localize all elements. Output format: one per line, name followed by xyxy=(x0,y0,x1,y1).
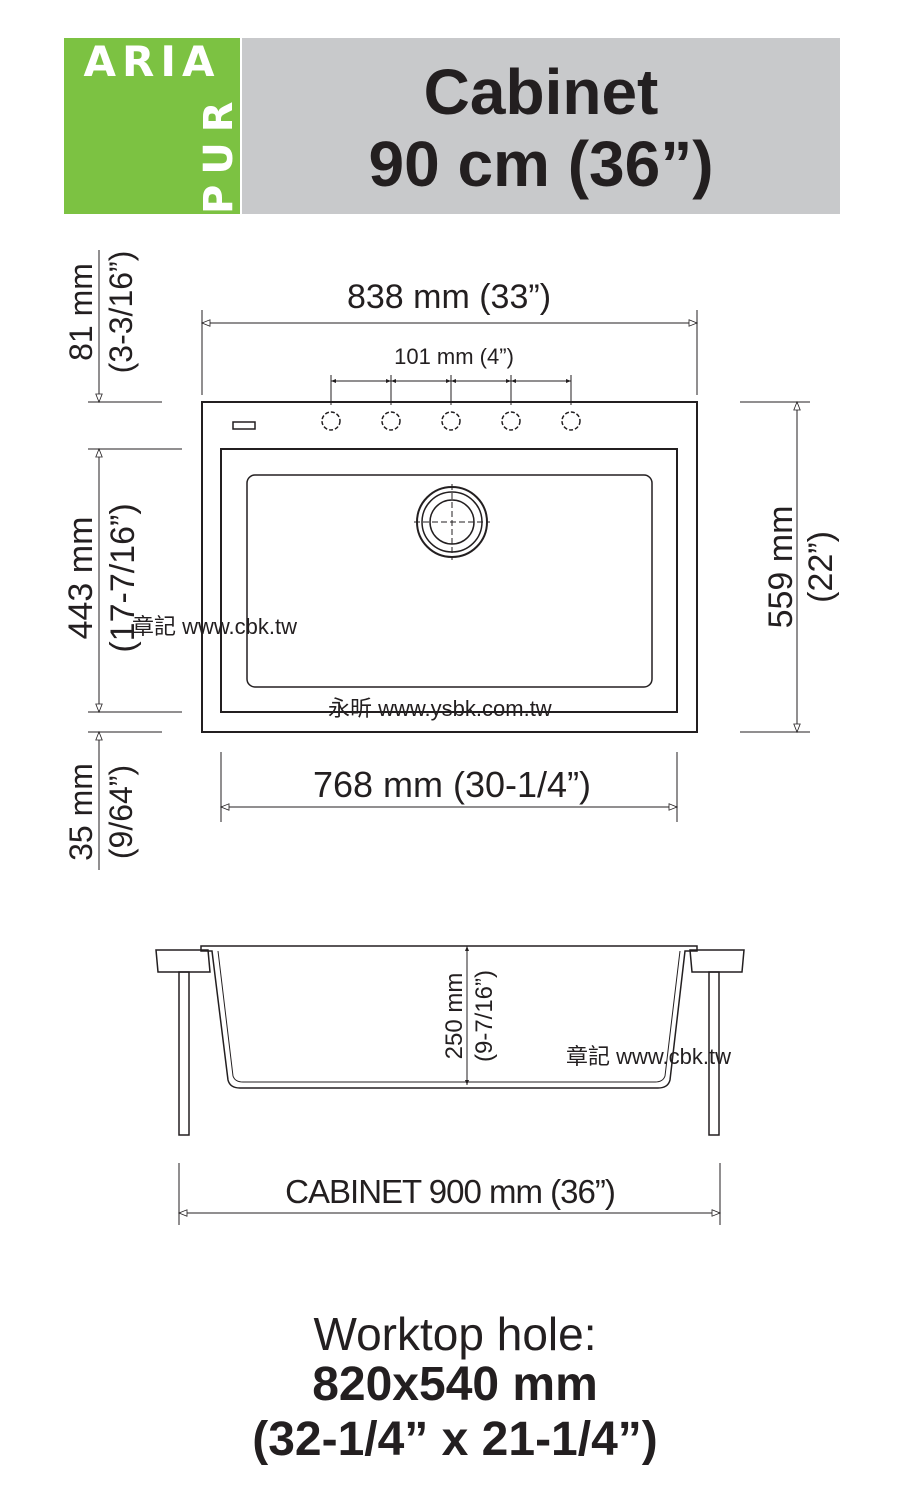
top-view xyxy=(88,250,810,870)
label-cabinet-width: CABINET 900 mm (36”) xyxy=(285,1173,615,1210)
sink-section-inner xyxy=(217,950,681,1083)
label-back-ledge-in: (3-3/16”) xyxy=(103,251,139,374)
worktop-hole-size-mm: 820x540 mm xyxy=(312,1358,598,1411)
overflow-slot xyxy=(232,421,256,430)
sink-outline xyxy=(201,401,698,733)
label-bowl-width: 768 mm (30-1/4”) xyxy=(313,764,591,805)
dim-overall-depth xyxy=(740,400,810,734)
label-bowl-height-in: (9-7/16”) xyxy=(471,970,498,1062)
watermark-text: 章記 www.cbk.tw xyxy=(566,1044,731,1069)
tap-hole xyxy=(441,411,461,431)
label-back-ledge-mm: 81 mm xyxy=(63,263,99,361)
dim-tap-spacing xyxy=(330,375,572,405)
dim-bowl-width xyxy=(219,752,679,822)
side-view xyxy=(155,945,745,1225)
label-tap-spacing: 101 mm (4”) xyxy=(394,344,514,369)
cabinet-panel-left xyxy=(178,971,190,1136)
sink-rim xyxy=(220,448,678,713)
brand-logo: ARIA PUR xyxy=(64,38,240,214)
title-box: Cabinet 90 cm (36”) xyxy=(242,38,840,214)
dim-overall-width xyxy=(200,310,699,395)
label-bowl-height-mm: 250 mm xyxy=(441,973,468,1060)
tap-hole xyxy=(321,411,341,431)
dim-cabinet-width xyxy=(177,1163,722,1225)
tap-hole xyxy=(501,411,521,431)
tap-hole xyxy=(381,411,401,431)
label-overall-depth-in: (22”) xyxy=(802,531,840,603)
cabinet-panel-right xyxy=(708,971,720,1136)
worktop-left xyxy=(155,949,211,973)
worktop-right xyxy=(689,949,745,973)
tap-hole xyxy=(561,411,581,431)
worktop-hole-size-in: (32-1/4” x 21-1/4”) xyxy=(252,1413,658,1466)
page-subtitle: 90 cm (36”) xyxy=(368,128,714,200)
label-bowl-depth-mm: 443 mm xyxy=(62,517,100,640)
label-front-rim-in: (9/64”) xyxy=(103,765,139,859)
sink-section xyxy=(200,945,698,1089)
label-overall-depth-mm: 559 mm xyxy=(762,506,800,629)
page-title: Cabinet xyxy=(423,56,659,128)
dim-left-stack xyxy=(88,250,182,870)
watermark-text: 章記 www.cbk.tw xyxy=(132,614,297,639)
label-bowl-depth-in: (17-7/16”) xyxy=(104,503,142,652)
tap-holes xyxy=(321,411,581,431)
label-overall-width: 838 mm (33”) xyxy=(347,278,551,316)
label-front-rim-mm: 35 mm xyxy=(63,763,99,861)
sink-bowl xyxy=(246,474,653,688)
drain-icon xyxy=(414,484,490,560)
worktop-hole-label: Worktop hole: xyxy=(313,1308,597,1360)
watermark-text: 永昕 www.ysbk.com.tw xyxy=(328,696,552,721)
brand-name-top: ARIA xyxy=(83,38,221,86)
